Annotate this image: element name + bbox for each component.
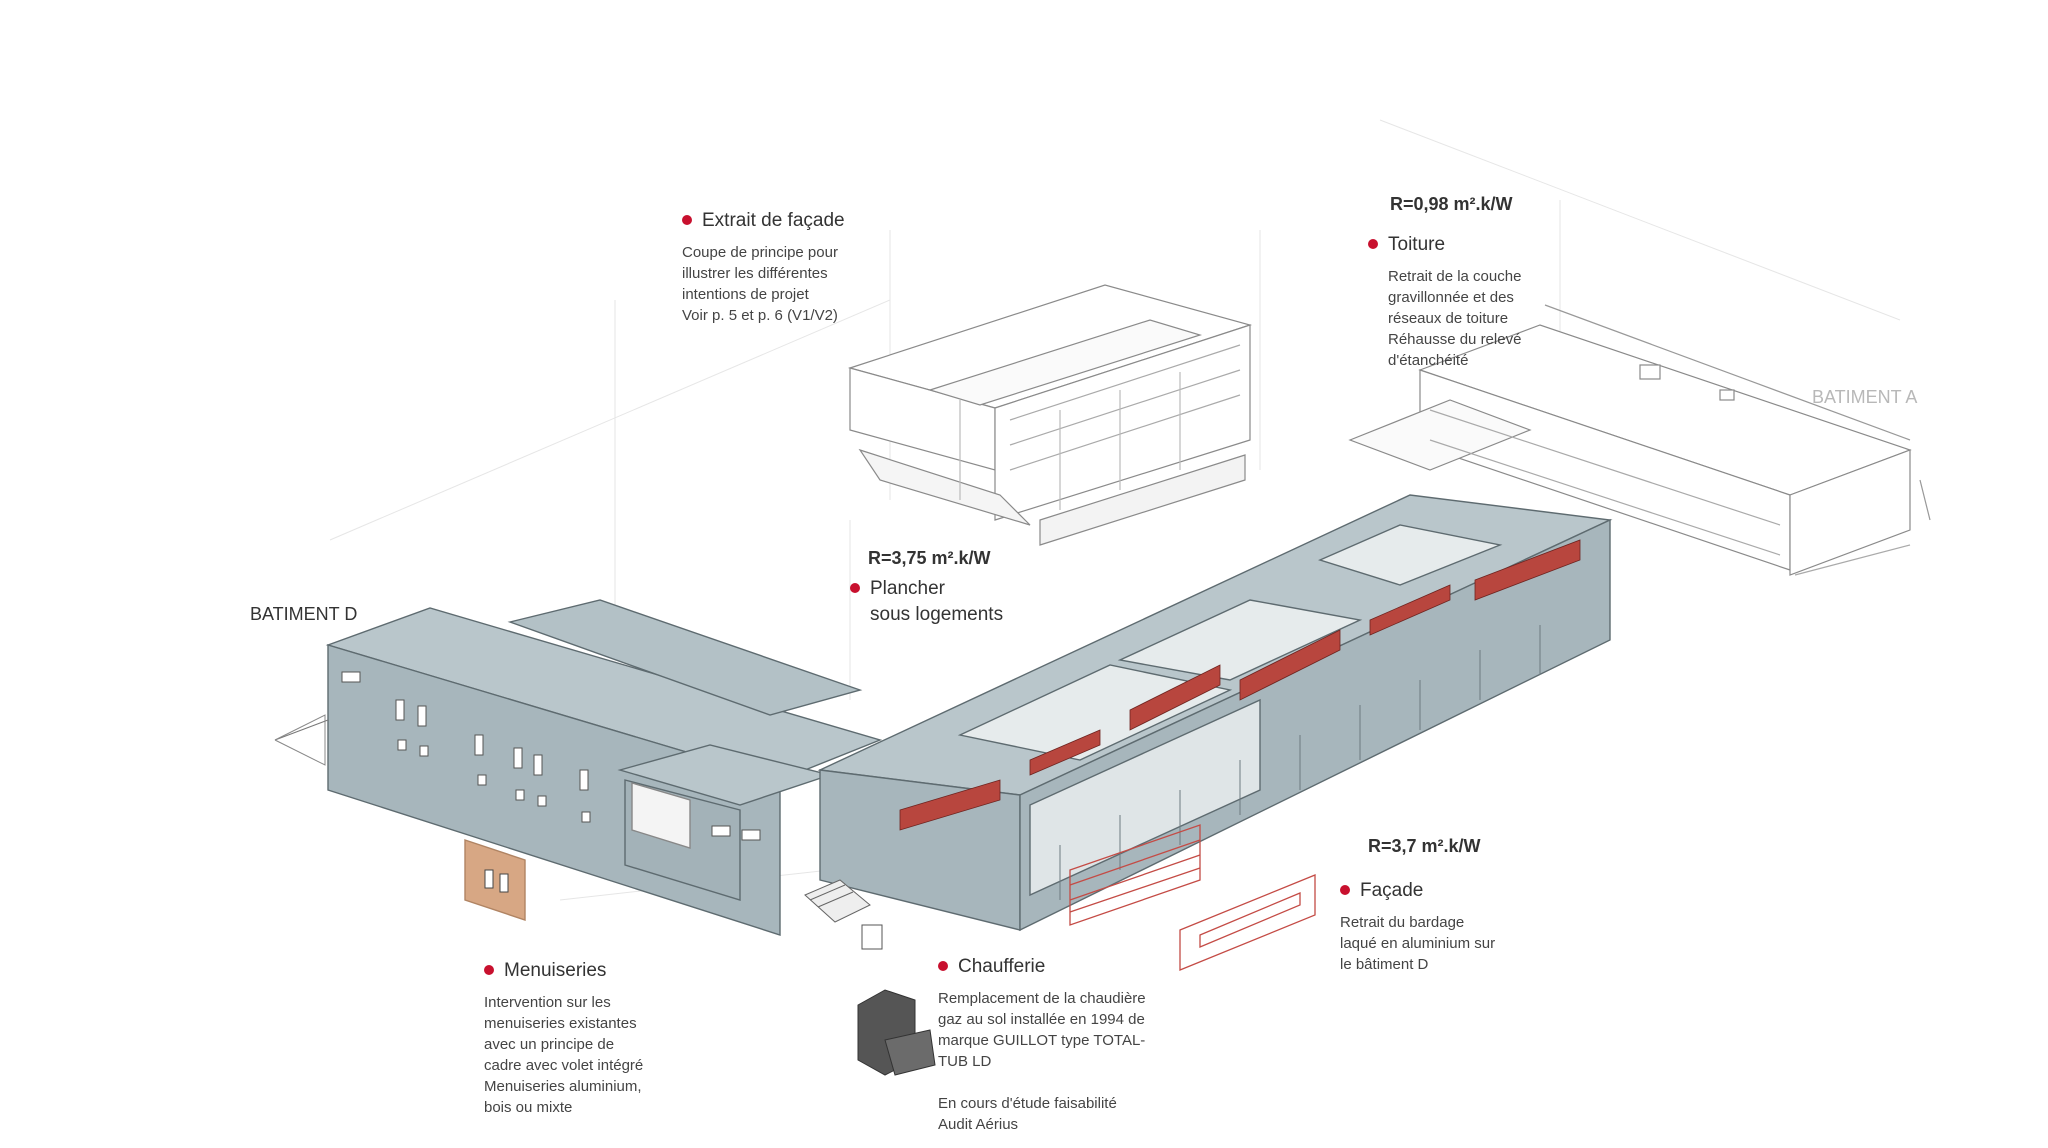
callout-extrait-facade: Extrait de façade Coupe de principe pour… — [682, 210, 845, 326]
bullet-dot-icon — [938, 960, 948, 971]
callout-facade: Façade Retrait du bardage laqué en alumi… — [1340, 880, 1495, 975]
batiment-d-pointer — [274, 719, 329, 741]
facade-cladding-pieces — [1069, 824, 1316, 971]
bullet-dot-icon — [484, 964, 494, 975]
callout-title: Menuiseries — [484, 960, 643, 982]
callout-description: Retrait de la couche gravillonnée et des… — [1388, 268, 1522, 369]
callout-toiture: Toiture Retrait de la couche gravillonné… — [1368, 234, 1521, 371]
main-wing-bays — [1059, 625, 1541, 900]
callout-title: Façade — [1340, 880, 1495, 902]
callout-description: Intervention sur les menuiseries existan… — [484, 994, 644, 1116]
main-wing-windows — [899, 539, 1581, 831]
main-wing-body — [817, 494, 1613, 932]
callout-description: Coupe de principe pour illustrer les dif… — [682, 244, 838, 324]
r-value-facade: R=3,7 m².k/W — [1368, 836, 1481, 856]
bullet-dot-icon — [850, 582, 860, 593]
batiment-d-body — [325, 599, 883, 936]
callout-title: Plancher — [850, 578, 1003, 600]
facade-section-extract — [847, 284, 1253, 546]
callout-description: Retrait du bardage laqué en aluminium su… — [1340, 914, 1496, 973]
batiment-d-label: BATIMENT D — [250, 604, 358, 624]
entrance-stairs — [804, 879, 883, 950]
batiment-a-label: BATIMENT A — [1812, 387, 1918, 407]
callout-title: Chaufferie — [938, 956, 1146, 978]
bullet-dot-icon — [1368, 238, 1378, 249]
callout-chaufferie: Chaufferie Remplacement de la chaudière … — [938, 956, 1146, 1135]
callout-description: Remplacement de la chaudière gaz au sol … — [938, 990, 1146, 1133]
bullet-dot-icon — [682, 214, 692, 225]
boiler-illustration — [857, 989, 936, 1076]
bullet-dot-icon — [1340, 884, 1350, 895]
callout-title: Extrait de façade — [682, 210, 845, 232]
callout-plancher: Plancher sous logements — [850, 578, 1003, 626]
r-value-toiture: R=0,98 m².k/W — [1390, 194, 1513, 214]
batiment-a-drawing — [1348, 304, 1931, 576]
callout-title-line-2: sous logements — [870, 604, 1004, 625]
callout-title: Toiture — [1368, 234, 1521, 256]
batiment-d-edge — [274, 714, 326, 766]
batiment-d-windows — [341, 671, 761, 841]
r-value-plancher: R=3,75 m².k/W — [868, 548, 991, 568]
callout-menuiseries: Menuiseries Intervention sur les menuise… — [484, 960, 643, 1118]
